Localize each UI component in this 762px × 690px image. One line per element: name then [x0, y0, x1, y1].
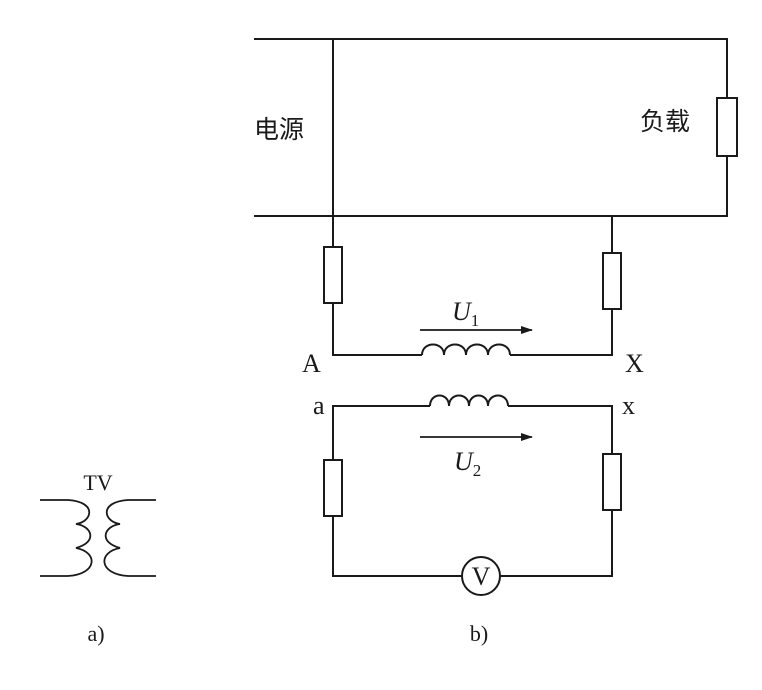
primary-fuse-left [323, 246, 343, 304]
terminal-A-label: A [302, 349, 321, 378]
power-top-line [254, 38, 728, 98]
u2-subscript: 2 [473, 461, 482, 480]
tv-transformer-symbol: TV [40, 470, 156, 577]
primary-circuit: A X U1 [302, 216, 644, 378]
u2-symbol: U [454, 447, 475, 476]
caption-a: a) [87, 621, 104, 646]
secondary-left-wire [332, 405, 462, 577]
tv-right-winding [103, 499, 156, 577]
voltmeter-label: V [472, 562, 491, 591]
primary-right-wire [510, 216, 613, 356]
terminal-X-label: X [625, 349, 644, 378]
power-circuit: 电源 负载 [254, 38, 738, 217]
tv-label: TV [83, 470, 112, 495]
primary-left-wire [332, 216, 422, 356]
load-resistor [716, 97, 738, 157]
primary-coil [421, 343, 511, 356]
secondary-fuse-left [323, 459, 343, 517]
secondary-coil [429, 394, 509, 407]
u1-symbol: U [452, 297, 473, 326]
u2-label: U2 [454, 447, 481, 480]
u1-label: U1 [452, 297, 479, 330]
power-bottom-line [254, 156, 728, 217]
secondary-right-wire [500, 405, 613, 577]
u1-subscript: 1 [471, 311, 480, 330]
voltmeter [461, 556, 501, 596]
power-source-label: 电源 [254, 115, 304, 144]
caption-b: b) [470, 621, 488, 646]
primary-fuse-right [602, 252, 622, 310]
secondary-circuit: V a x U2 [313, 391, 635, 596]
tv-left-winding [40, 499, 93, 577]
load-label: 负载 [640, 107, 690, 136]
terminal-x-label: x [622, 391, 635, 420]
secondary-fuse-right [602, 453, 622, 511]
terminal-a-label: a [313, 391, 325, 420]
